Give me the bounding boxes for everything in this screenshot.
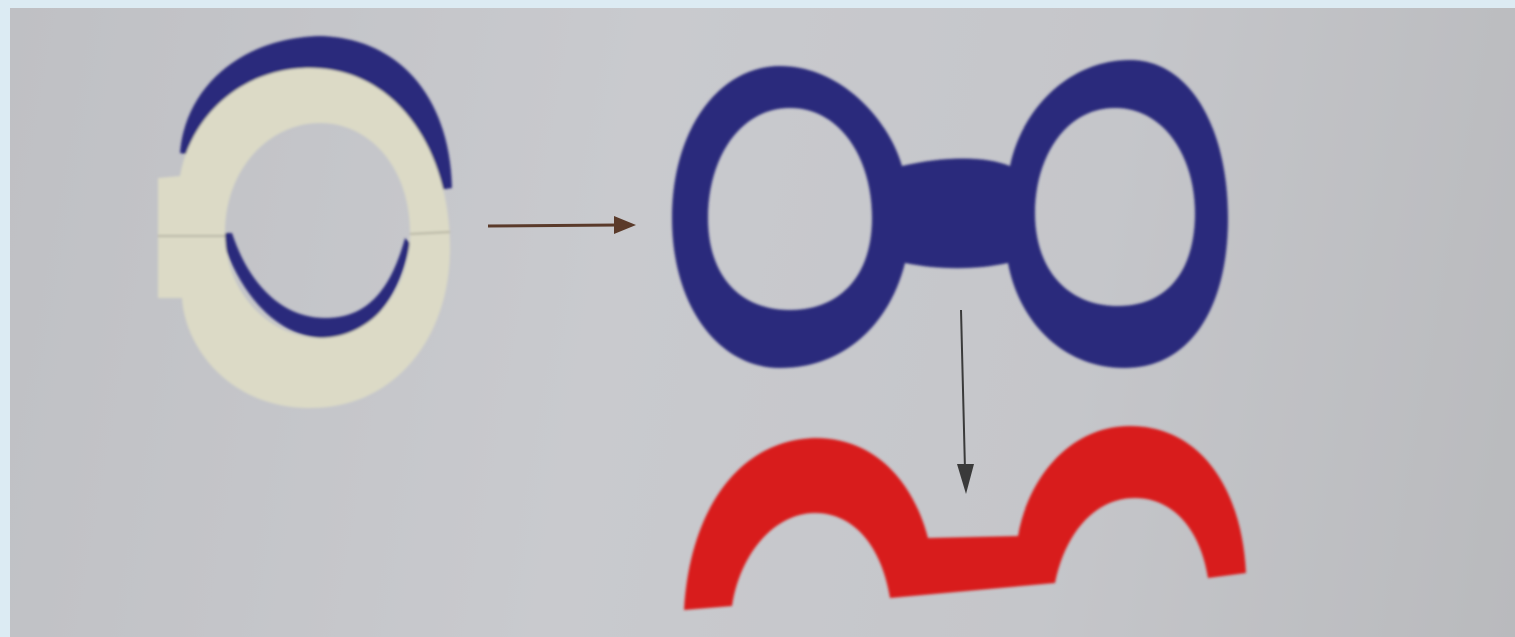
arrow-down-icon [957,310,974,494]
photo-frame [10,8,1515,637]
craft-illustration [10,8,1515,637]
blue-spectacles-shape [672,60,1228,368]
folded-ring-template [158,36,452,408]
arrow-right-icon [488,216,636,234]
